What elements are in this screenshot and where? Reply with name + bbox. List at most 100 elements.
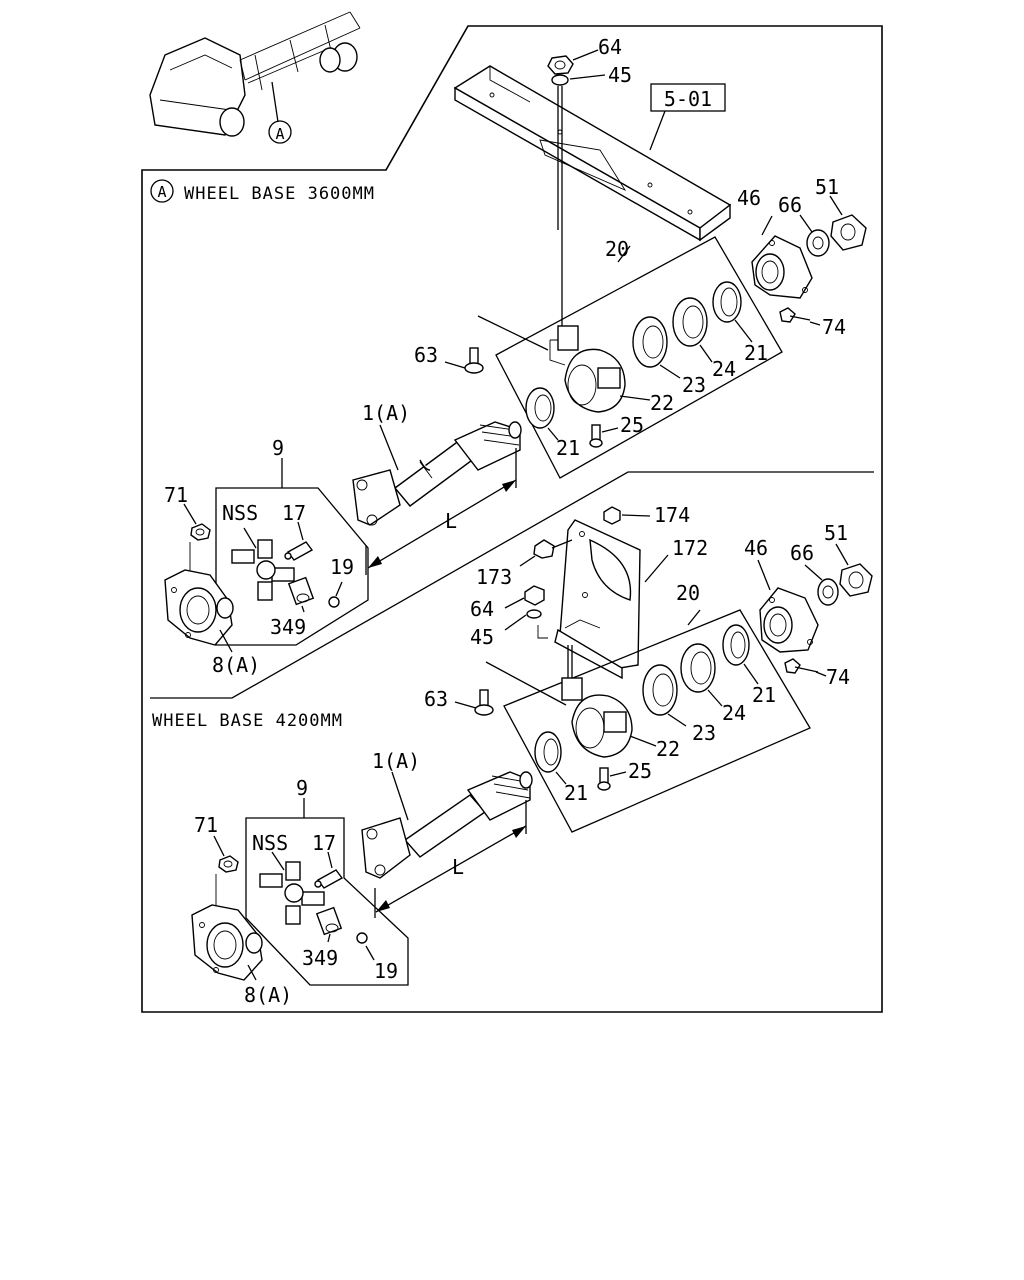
lower-support-bracket-172 (554, 519, 641, 680)
lower-seal-21-right (722, 624, 750, 666)
upper-section-title: WHEEL BASE 3600MM (184, 184, 375, 204)
lower-washer-66 (817, 578, 839, 606)
label-upper-25: 25 (620, 413, 644, 437)
label-lower-17: 17 (312, 831, 336, 855)
label-upper-23: 23 (682, 373, 706, 397)
upper-nut-71 (190, 523, 211, 541)
label-upper-21-left: 21 (556, 436, 580, 460)
upper-washer-66 (806, 229, 830, 257)
label-lower-63: 63 (424, 687, 448, 711)
upper-grease-fitting-17 (284, 541, 314, 561)
label-lower-19: 19 (374, 959, 398, 983)
label-lower-174: 174 (654, 503, 690, 527)
outer-frame (141, 25, 883, 1013)
upper-grease-nipple-25 (589, 424, 603, 448)
label-upper-21-right: 21 (744, 341, 768, 365)
lower-grease-fitting-17 (314, 869, 344, 889)
label-upper-19: 19 (330, 555, 354, 579)
label-upper-64: 64 (598, 35, 622, 59)
reference-box-label: 5-01 (664, 87, 712, 111)
vehicle-marker-circle (268, 120, 292, 144)
label-lower-8a: 8(A) (244, 983, 292, 1007)
upper-snap-ring-19 (328, 596, 340, 608)
label-upper-1a: 1(A) (362, 401, 410, 425)
chassis-frame-member (453, 65, 732, 242)
label-lower-22: 22 (656, 737, 680, 761)
lower-propeller-shaft (361, 771, 533, 879)
label-lower-25: 25 (628, 759, 652, 783)
upper-bearing-housing-22 (549, 325, 626, 413)
label-upper-20: 20 (605, 237, 629, 261)
reference-box (650, 83, 726, 112)
label-upper-24: 24 (712, 357, 736, 381)
label-upper-66: 66 (778, 193, 802, 217)
label-lower-51: 51 (824, 521, 848, 545)
lower-bolt-173 (533, 539, 573, 559)
label-lower-46: 46 (744, 536, 768, 560)
label-upper-349: 349 (270, 615, 306, 639)
upper-length-dimension (365, 448, 517, 575)
upper-section: A WHEEL BASE 3600MM 64 45 20 (150, 35, 867, 677)
lower-snap-ring-19 (356, 932, 368, 944)
label-upper-8a: 8(A) (212, 653, 260, 677)
label-lower-45: 45 (470, 625, 494, 649)
upper-bearing-box (495, 236, 783, 479)
label-lower-349: 349 (302, 946, 338, 970)
upper-seal-21-left (525, 387, 555, 429)
upper-seal-21-right (712, 281, 742, 323)
label-lower-74: 74 (826, 665, 850, 689)
label-upper-17: 17 (282, 501, 306, 525)
upper-bearing-cap-349 (287, 576, 315, 606)
label-upper-71: 71 (164, 483, 188, 507)
lower-section: WHEEL BASE 4200MM 172 174 173 (152, 503, 873, 1007)
upper-nut-51 (830, 214, 867, 251)
label-lower-23: 23 (692, 721, 716, 745)
label-upper-46: 46 (737, 186, 761, 210)
label-lower-24: 24 (722, 701, 746, 725)
lower-seal-21-left (534, 731, 562, 773)
label-upper-length: L (445, 509, 457, 533)
lower-washer-45 (526, 609, 542, 619)
lower-bearing-24 (680, 643, 716, 693)
upper-propeller-shaft (352, 421, 522, 526)
lower-bolt-74 (784, 658, 819, 674)
label-lower-173: 173 (476, 565, 512, 589)
lower-bearing-box (503, 609, 811, 833)
upper-bolt-63 (464, 347, 484, 374)
vehicle-thumbnail: A (149, 11, 361, 144)
vehicle-marker-label: A (275, 125, 284, 143)
lower-universal-joint-cross (259, 861, 325, 925)
label-upper-51: 51 (815, 175, 839, 199)
label-upper-nss: NSS (222, 501, 258, 525)
label-lower-9: 9 (296, 776, 308, 800)
upper-flange-yoke-8a (164, 569, 234, 646)
upper-bearing-24 (672, 297, 708, 347)
lower-nut-71 (218, 855, 239, 873)
lower-bearing-cap-349 (315, 906, 343, 936)
label-lower-71: 71 (194, 813, 218, 837)
lower-bolt-63 (474, 689, 494, 716)
label-lower-66: 66 (790, 541, 814, 565)
lower-length-dimension (374, 800, 527, 918)
upper-nut-64 (547, 55, 574, 75)
upper-bolt-74 (779, 307, 811, 323)
label-lower-nss: NSS (252, 831, 288, 855)
label-lower-1a: 1(A) (372, 749, 420, 773)
label-lower-length: L (452, 855, 464, 879)
label-lower-20: 20 (676, 581, 700, 605)
lower-nut-64 (524, 585, 545, 606)
upper-washer-45 (551, 74, 569, 86)
lower-nut-174 (603, 506, 621, 525)
lower-bearing-23 (642, 664, 678, 716)
section-marker-circle (150, 179, 174, 203)
label-upper-22: 22 (650, 391, 674, 415)
lower-section-title: WHEEL BASE 4200MM (152, 711, 343, 731)
label-lower-21-left: 21 (564, 781, 588, 805)
label-upper-63: 63 (414, 343, 438, 367)
section-divider (150, 471, 874, 699)
lower-flange-yoke-8a (191, 904, 263, 981)
upper-flange-46 (751, 235, 813, 299)
label-upper-9: 9 (272, 436, 284, 460)
label-upper-74: 74 (822, 315, 846, 339)
